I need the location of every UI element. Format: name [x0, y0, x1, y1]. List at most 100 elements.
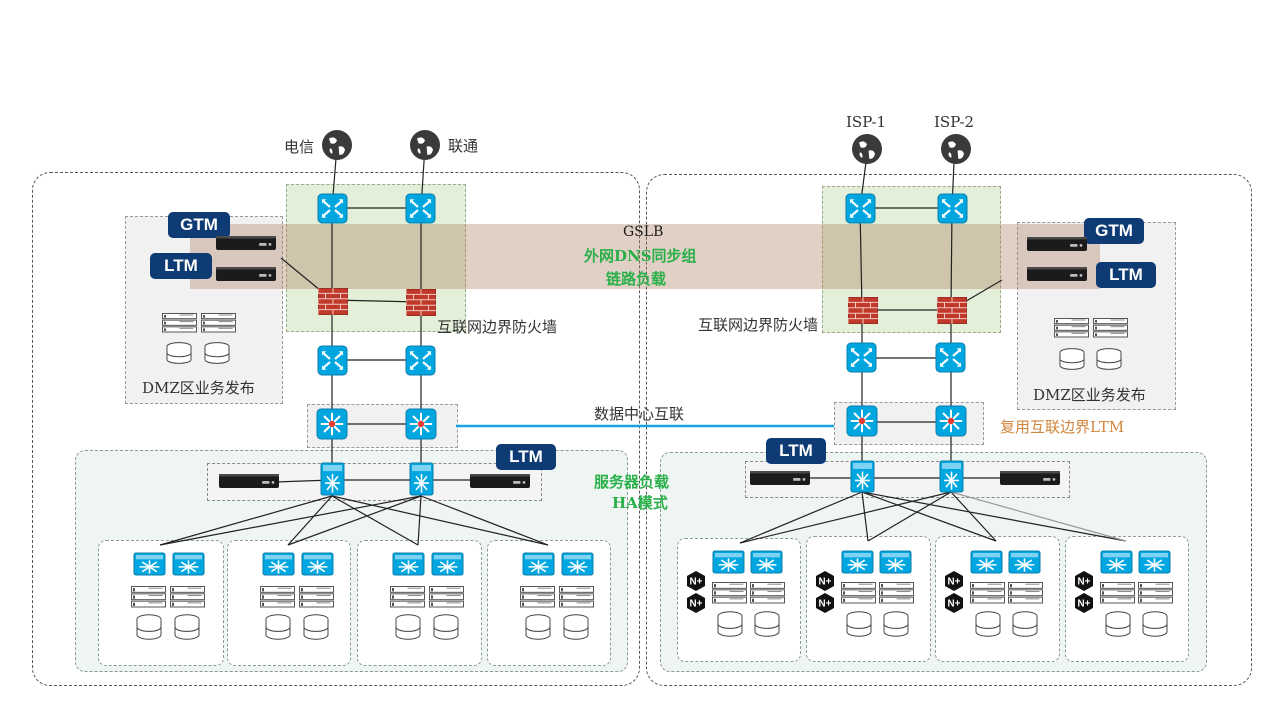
rack-server-icon-dmz-left-1: [162, 313, 197, 333]
router-switch-icon-left-2: [405, 193, 436, 224]
isp-left-1-label: 电信: [284, 138, 315, 156]
globe-icon-isp2: [941, 134, 971, 164]
router-switch-icon-left-1: [317, 193, 348, 224]
core-switch-icon-right-2: [935, 405, 967, 437]
appliance-icon-slb-right-2: [1000, 471, 1060, 485]
storage-icon-pod-left-3-a: [395, 614, 421, 640]
storage-icon-dmz-left-2: [204, 342, 230, 364]
nginx-icon-pod-right-4-b: N+: [1075, 593, 1093, 613]
nginx-icon-pod-right-2-b: N+: [816, 593, 834, 613]
load-balancer-icon-pod-left-4-a: [522, 552, 555, 576]
rack-server-icon-pod-right-1-b: [750, 582, 785, 604]
load-balancer-icon-pod-right-4-a: [1100, 550, 1133, 574]
nginx-icon-pod-right-1-a: N+: [687, 571, 705, 591]
router-switch-icon-agg-left-1: [317, 345, 348, 376]
ltm-server-left-badge: LTM: [496, 444, 556, 470]
appliance-icon-slb-left-1: [219, 474, 279, 488]
ltm-right-badge: LTM: [1096, 262, 1156, 288]
storage-icon-pod-left-3-b: [433, 614, 459, 640]
load-balancer-icon-left-2: [409, 462, 434, 496]
storage-icon-pod-left-2-a: [265, 614, 291, 640]
rack-server-icon-pod-left-2-b: [299, 586, 334, 608]
svg-text:N+: N+: [690, 577, 703, 588]
globe-icon-isp1: [852, 134, 882, 164]
gslb-title: GSLB: [623, 224, 664, 240]
appliance-icon-ltm-right: [1027, 267, 1087, 281]
dmz-right-label: DMZ区业务发布: [1033, 386, 1146, 404]
gslb-dns-sync-label: 外网DNS同步组: [584, 247, 697, 265]
core-switch-icon-left-2: [405, 408, 437, 440]
storage-icon-pod-right-3-b: [1012, 611, 1038, 637]
rack-server-icon-pod-left-4-a: [520, 586, 555, 608]
appliance-icon-gtm-left: [216, 236, 276, 250]
nginx-icon-pod-right-2-a: N+: [816, 571, 834, 591]
rack-server-icon-dmz-right-1: [1054, 318, 1089, 338]
appliance-icon-ltm-left: [216, 267, 276, 281]
core-switch-icon-left-1: [316, 408, 348, 440]
load-balancer-icon-pod-right-2-a: [841, 550, 874, 574]
load-balancer-icon-left-1: [320, 462, 345, 496]
svg-text:N+: N+: [690, 599, 703, 610]
load-balancer-icon-pod-left-2-b: [301, 552, 334, 576]
firewall-icon-right-1: [848, 297, 878, 324]
gslb-band: [190, 224, 1100, 289]
rack-server-icon-pod-left-1-b: [170, 586, 205, 608]
storage-icon-pod-right-4-b: [1142, 611, 1168, 637]
rack-server-icon-pod-left-4-b: [559, 586, 594, 608]
load-balancer-icon-pod-right-1-b: [750, 550, 783, 574]
ltm-server-right-badge: LTM: [766, 438, 826, 464]
rack-server-icon-pod-right-4-a: [1100, 582, 1135, 604]
server-lb-label: 服务器负载: [594, 473, 670, 491]
firewall-icon-left-1: [318, 288, 348, 315]
globe-icon-unicom: [410, 130, 440, 160]
appliance-icon-slb-right-1: [750, 471, 810, 485]
server-lb-ha-label: HA模式: [612, 494, 668, 512]
datacenter-left-zone: [32, 172, 640, 686]
rack-server-icon-dmz-right-2: [1093, 318, 1128, 338]
storage-icon-pod-right-2-a: [846, 611, 872, 637]
core-switch-icon-right-1: [846, 405, 878, 437]
load-balancer-icon-pod-left-1-a: [133, 552, 166, 576]
rack-server-icon-pod-right-2-a: [841, 582, 876, 604]
svg-text:N+: N+: [1078, 577, 1091, 588]
ltm-left-badge: LTM: [150, 253, 212, 279]
appliance-icon-gtm-right: [1027, 237, 1087, 251]
gtm-left-badge: GTM: [168, 212, 230, 238]
load-balancer-icon-pod-right-3-a: [970, 550, 1003, 574]
rack-server-icon-pod-right-3-b: [1008, 582, 1043, 604]
globe-icon-telecom: [322, 130, 352, 160]
gtm-right-badge: GTM: [1084, 218, 1144, 244]
rack-server-icon-pod-right-1-a: [712, 582, 747, 604]
storage-icon-pod-right-4-a: [1105, 611, 1131, 637]
nginx-icon-pod-right-4-a: N+: [1075, 571, 1093, 591]
nginx-icon-pod-right-1-b: N+: [687, 593, 705, 613]
firewall-left-label: 互联网边界防火墙: [437, 318, 558, 336]
isp-right-1-label: ISP-1: [846, 113, 887, 131]
storage-icon-pod-right-1-b: [754, 611, 780, 637]
isp-left-2-label: 联通: [448, 137, 479, 155]
storage-icon-dmz-left-1: [166, 342, 192, 364]
svg-text:N+: N+: [819, 599, 832, 610]
storage-icon-pod-right-2-b: [883, 611, 909, 637]
datacenter-right-zone: [646, 174, 1252, 686]
storage-icon-dmz-right-2: [1096, 348, 1122, 370]
load-balancer-icon-pod-left-3-a: [392, 552, 425, 576]
load-balancer-icon-pod-left-1-b: [172, 552, 205, 576]
load-balancer-icon-pod-right-1-a: [712, 550, 745, 574]
svg-text:N+: N+: [1078, 599, 1091, 610]
router-switch-icon-agg-right-2: [935, 342, 966, 373]
storage-icon-pod-left-4-a: [525, 614, 551, 640]
dc-interconnect-label: 数据中心互联: [594, 405, 685, 423]
nginx-icon-pod-right-3-a: N+: [945, 571, 963, 591]
rack-server-icon-pod-right-3-a: [970, 582, 1005, 604]
load-balancer-icon-pod-right-2-b: [879, 550, 912, 574]
router-switch-icon-right-1: [845, 193, 876, 224]
svg-text:N+: N+: [948, 599, 961, 610]
router-switch-icon-agg-left-2: [405, 345, 436, 376]
storage-icon-pod-right-1-a: [717, 611, 743, 637]
firewall-icon-left-2: [406, 289, 436, 316]
storage-icon-pod-left-1-b: [174, 614, 200, 640]
load-balancer-icon-pod-left-3-b: [431, 552, 464, 576]
dmz-left-label: DMZ区业务发布: [142, 379, 255, 397]
storage-icon-dmz-right-1: [1059, 348, 1085, 370]
